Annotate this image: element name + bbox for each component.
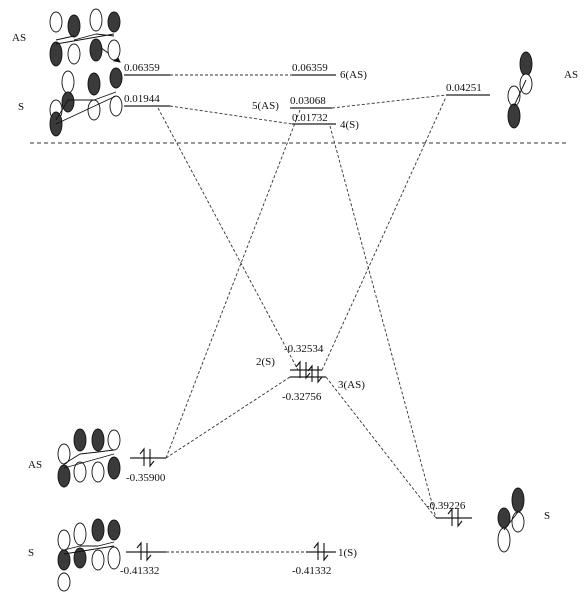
energy-mid-n0.32756: -0.32756 xyxy=(282,391,322,403)
energy-mid-n0.41332: -0.41332 xyxy=(292,565,331,577)
state-label-2s: 2(S) xyxy=(256,356,275,368)
energy-right-0.04251: 0.04251 xyxy=(446,82,482,94)
corr-line-4s-to-right-s xyxy=(329,125,437,519)
label-right-top-as: AS xyxy=(564,69,578,81)
label-left-bottom-s: S xyxy=(28,547,34,559)
corr-line-left-s-to-2s xyxy=(157,107,299,371)
state-label-4s: 4(S) xyxy=(340,119,359,131)
corr-line-3as-to-right-s xyxy=(325,376,437,519)
energy-mid-0.03068: 0.03068 xyxy=(290,95,326,107)
orbital-picture-left-top-s xyxy=(49,67,123,137)
orbital-picture-left-bottom-as xyxy=(57,428,121,488)
energy-left-0.01944: 0.01944 xyxy=(124,93,160,105)
orbital-picture-right-top-as xyxy=(507,51,533,129)
electron-pair-mid-3as xyxy=(307,364,323,384)
orbital-picture-left-top-as xyxy=(49,8,121,67)
electron-pair-mid-2s xyxy=(295,360,311,380)
state-label-6as: 6(AS) xyxy=(340,69,367,81)
electron-pair-right-n0.39226 xyxy=(447,507,463,528)
corr-line-left-as-to-3as xyxy=(165,376,291,459)
corr-line-2s-to-right-as xyxy=(321,96,447,371)
label-left-top-as: AS xyxy=(12,32,26,44)
corr-line-5as-to-right xyxy=(331,94,447,109)
electron-pair-left-n0.41332 xyxy=(136,541,152,562)
energy-left-0.06359: 0.06359 xyxy=(124,62,160,74)
energy-mid-n0.32534: -0.32534 xyxy=(284,343,324,355)
energy-left-n0.41332: -0.41332 xyxy=(120,565,159,577)
electron-pair-mid-1s xyxy=(313,541,329,562)
corr-line-left-as-to-5as xyxy=(165,109,301,459)
state-label-1s: 1(S) xyxy=(338,547,357,559)
electron-pair-left-n0.35900 xyxy=(139,447,155,468)
orbital-picture-left-bottom-s xyxy=(57,518,121,592)
label-left-bottom-as: AS xyxy=(28,459,42,471)
label-right-bottom-s: S xyxy=(544,510,550,522)
energy-mid-0.06359: 0.06359 xyxy=(292,62,328,74)
state-label-3as: 3(AS) xyxy=(338,379,365,391)
orbital-picture-right-bottom-s xyxy=(497,487,525,553)
label-left-top-s: S xyxy=(18,101,24,113)
state-label-5as: 5(AS) xyxy=(252,100,279,112)
energy-left-n0.35900: -0.35900 xyxy=(126,472,166,484)
corr-line-left-s-to-4s xyxy=(169,105,293,125)
energy-mid-0.01732: 0.01732 xyxy=(292,112,328,124)
energy-right-n0.39226: -0.39226 xyxy=(426,500,466,512)
